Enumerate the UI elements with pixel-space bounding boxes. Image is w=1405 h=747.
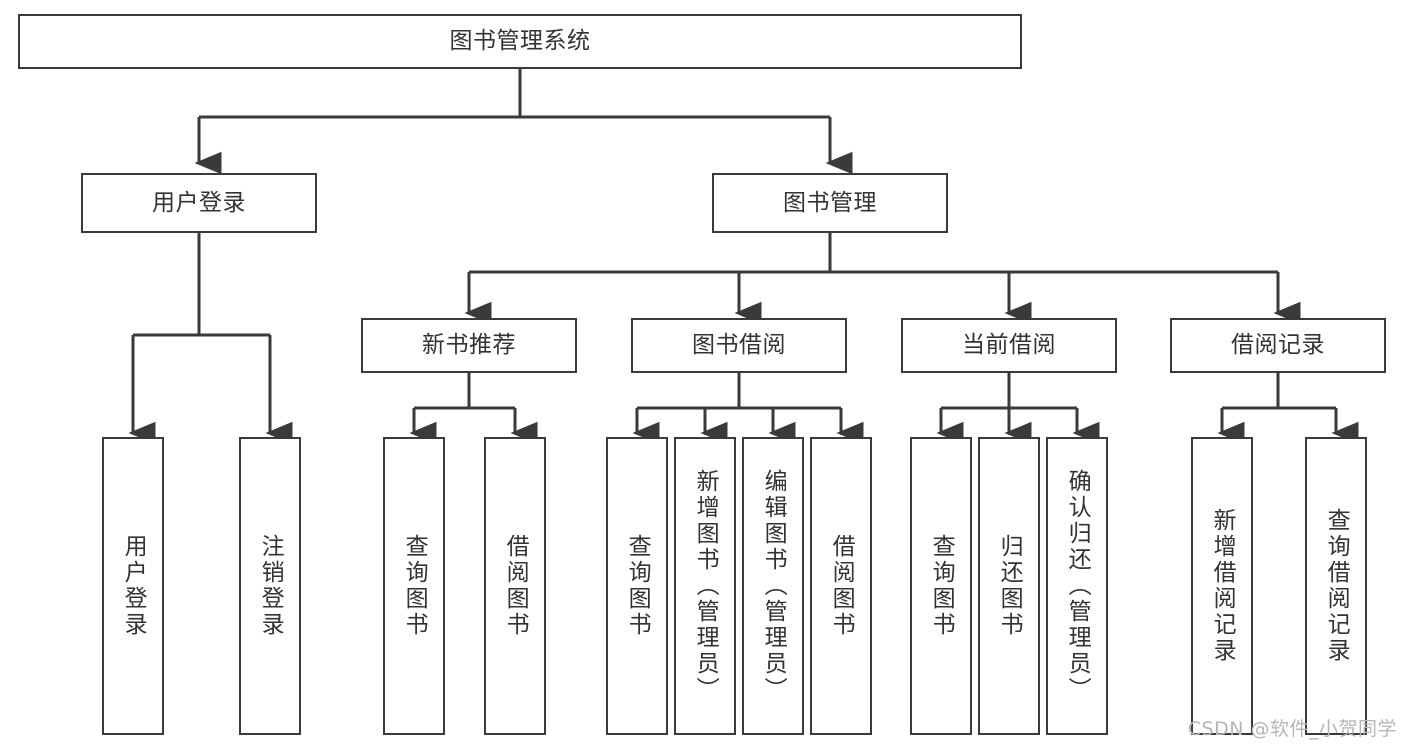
node-leaf-edit-book[interactable]: 编辑图书（管理员） xyxy=(742,437,804,735)
node-leaf-borrow-book-2[interactable]: 借阅图书 xyxy=(810,437,872,735)
node-leaf-confirm-return[interactable]: 确认归还（管理员） xyxy=(1046,437,1108,735)
node-user-login-label: 用户登录 xyxy=(152,189,246,216)
node-leaf-logout-login[interactable]: 注销登录 xyxy=(239,437,301,735)
node-leaf-edit-book-label: 编辑图书（管理员） xyxy=(760,469,787,703)
node-leaf-add-book-label: 新增图书（管理员） xyxy=(692,469,719,703)
node-leaf-logout-login-label: 注销登录 xyxy=(257,534,284,638)
csdn-watermark: CSDN @软件_小贺同学 xyxy=(1187,718,1397,740)
node-book-borrow-label: 图书借阅 xyxy=(692,332,786,359)
node-new-book-rec[interactable]: 新书推荐 xyxy=(361,318,577,373)
node-leaf-borrow-book-1-label: 借阅图书 xyxy=(502,534,529,638)
node-leaf-return-book[interactable]: 归还图书 xyxy=(978,437,1040,735)
node-book-manage-label: 图书管理 xyxy=(783,189,877,216)
node-current-borrow[interactable]: 当前借阅 xyxy=(901,318,1117,373)
node-leaf-return-book-label: 归还图书 xyxy=(996,534,1023,638)
node-borrow-record[interactable]: 借阅记录 xyxy=(1170,318,1386,373)
node-leaf-query-book-1-label: 查询图书 xyxy=(401,534,428,638)
node-leaf-borrow-book-1[interactable]: 借阅图书 xyxy=(484,437,546,735)
node-leaf-query-book-3[interactable]: 查询图书 xyxy=(910,437,972,735)
node-leaf-add-record[interactable]: 新增借阅记录 xyxy=(1191,437,1253,735)
node-book-borrow[interactable]: 图书借阅 xyxy=(631,318,847,373)
node-new-book-rec-label: 新书推荐 xyxy=(422,332,516,359)
node-leaf-user-login[interactable]: 用户登录 xyxy=(102,437,164,735)
node-leaf-query-record-label: 查询借阅记录 xyxy=(1323,508,1350,664)
node-leaf-user-login-label: 用户登录 xyxy=(120,534,147,638)
node-root[interactable]: 图书管理系统 xyxy=(18,14,1022,69)
node-leaf-add-book[interactable]: 新增图书（管理员） xyxy=(674,437,736,735)
node-root-label: 图书管理系统 xyxy=(449,28,591,55)
node-leaf-query-book-2-label: 查询图书 xyxy=(624,534,651,638)
node-leaf-borrow-book-2-label: 借阅图书 xyxy=(828,534,855,638)
node-leaf-query-book-2[interactable]: 查询图书 xyxy=(606,437,668,735)
node-current-borrow-label: 当前借阅 xyxy=(962,332,1056,359)
node-leaf-query-record[interactable]: 查询借阅记录 xyxy=(1305,437,1367,735)
node-leaf-confirm-return-label: 确认归还（管理员） xyxy=(1064,469,1091,703)
node-leaf-add-record-label: 新增借阅记录 xyxy=(1209,508,1236,664)
node-user-login[interactable]: 用户登录 xyxy=(81,173,317,233)
node-leaf-query-book-1[interactable]: 查询图书 xyxy=(383,437,445,735)
node-leaf-query-book-3-label: 查询图书 xyxy=(928,534,955,638)
node-borrow-record-label: 借阅记录 xyxy=(1231,332,1325,359)
node-book-manage[interactable]: 图书管理 xyxy=(712,173,948,233)
